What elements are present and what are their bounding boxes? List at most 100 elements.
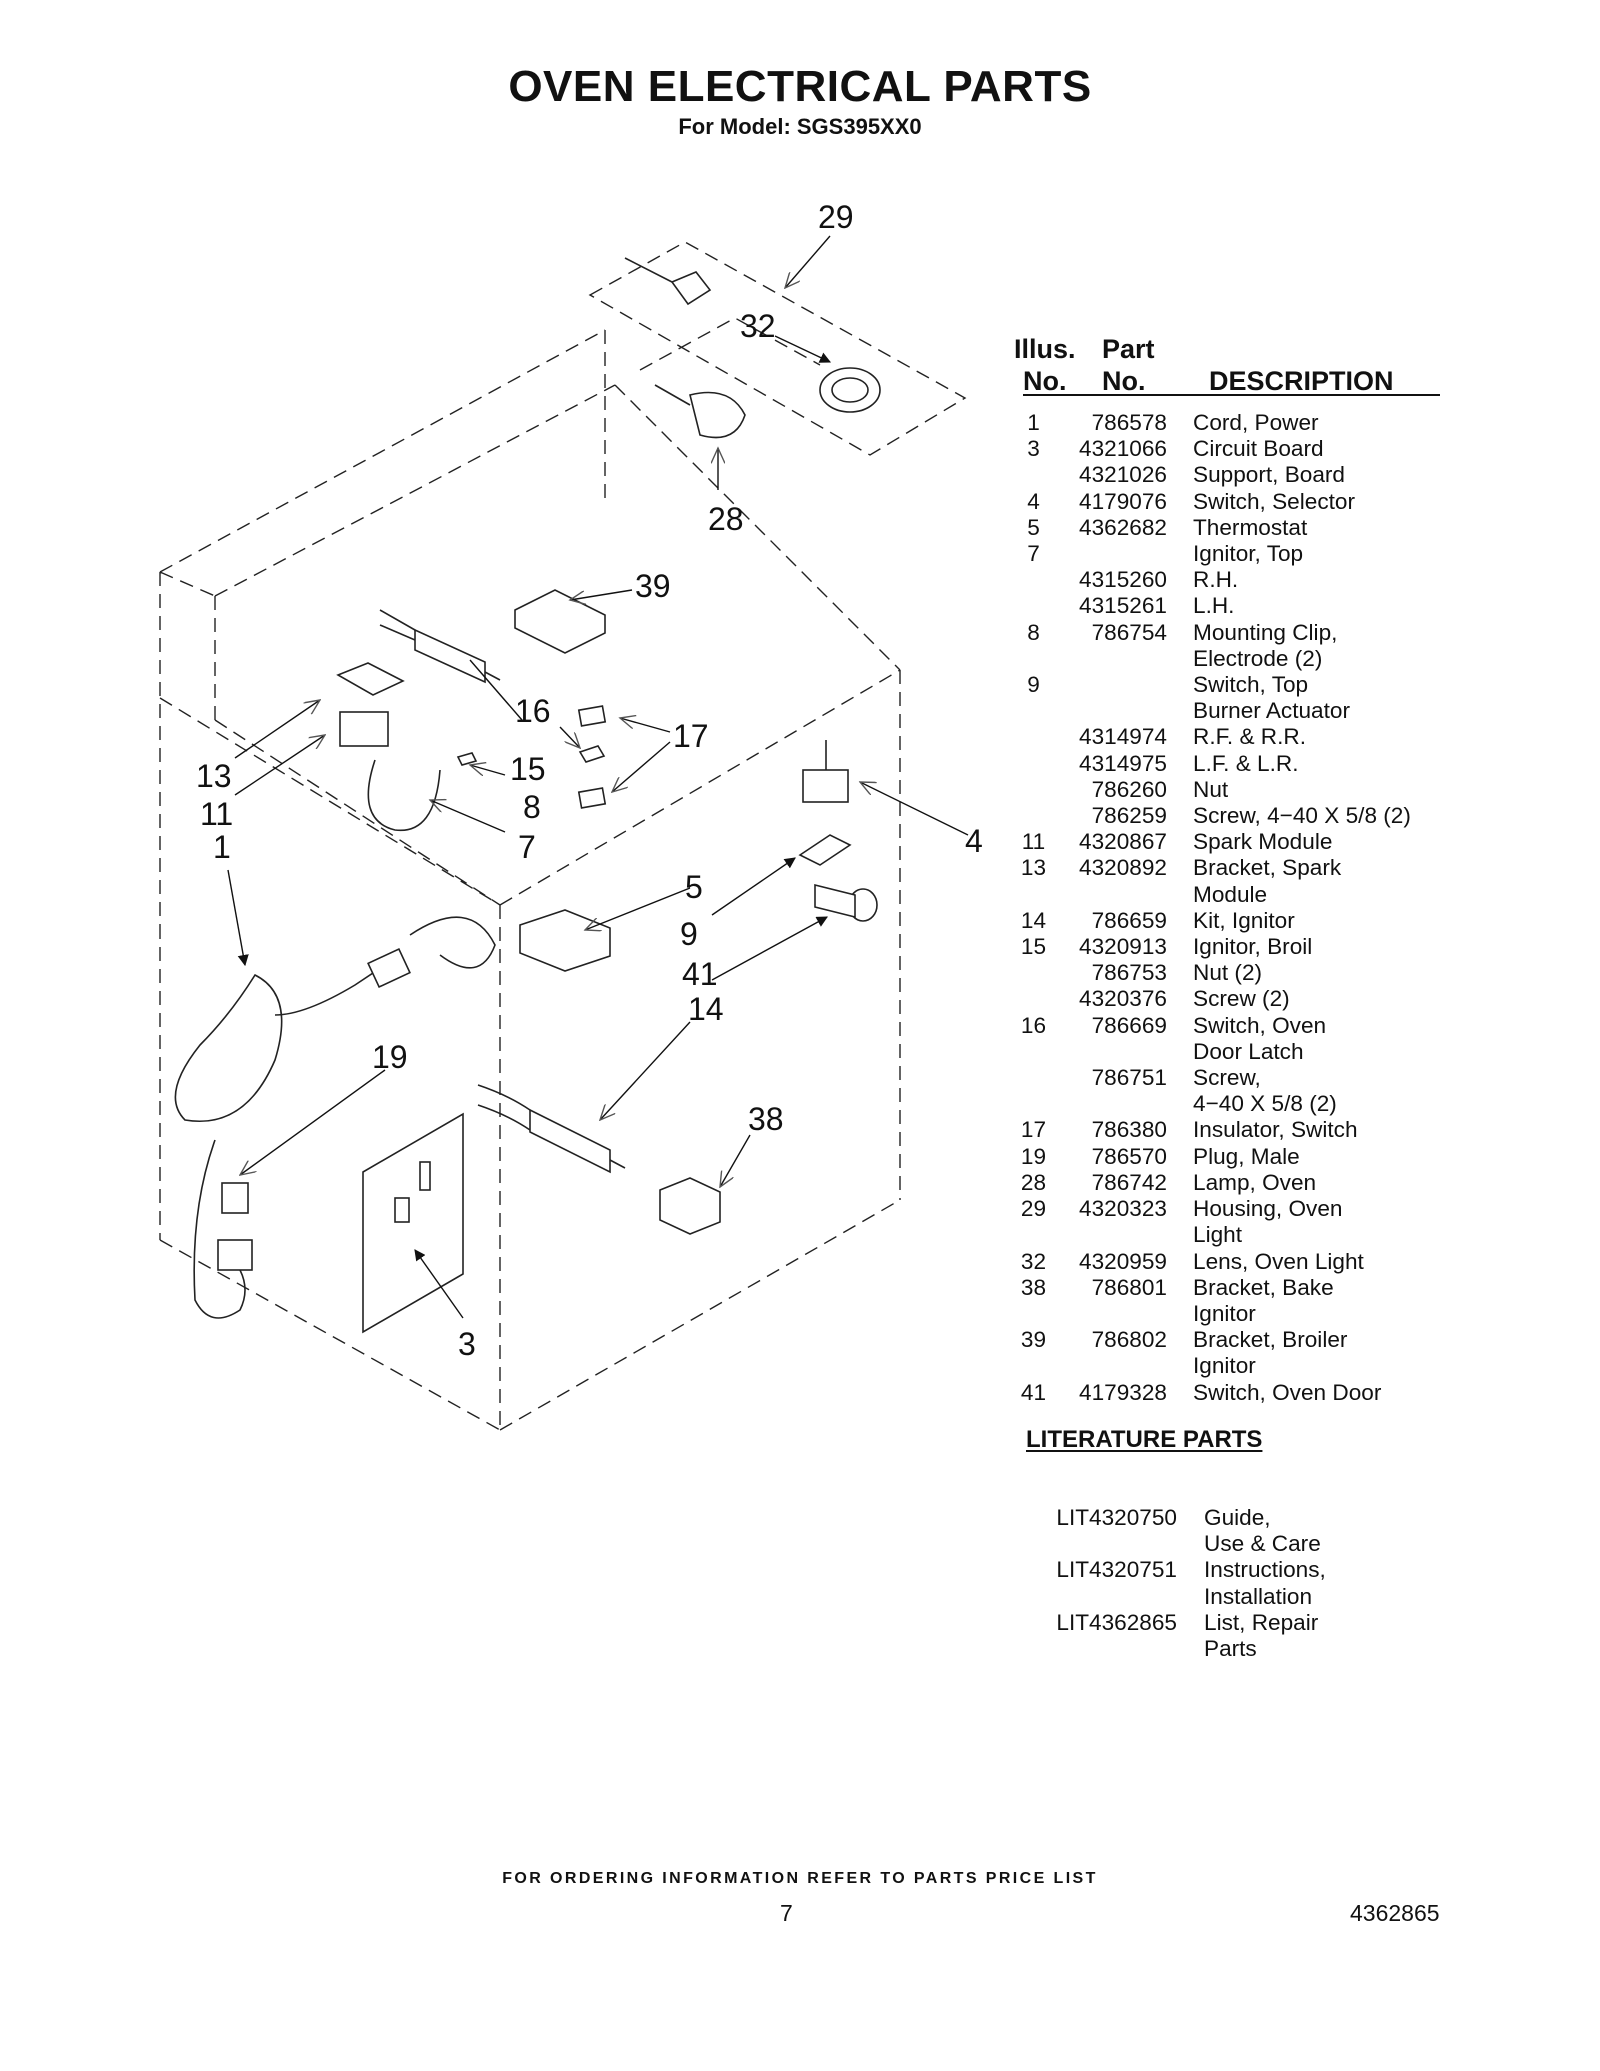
header-description: DESCRIPTION	[1209, 366, 1394, 396]
ordering-note: FOR ORDERING INFORMATION REFER TO PARTS …	[502, 1870, 1098, 1887]
part-no: 4362682	[1079, 514, 1167, 540]
illus-no	[1010, 960, 1057, 986]
literature-description: List, Repair	[1204, 1609, 1319, 1635]
literature-description: Parts	[1204, 1636, 1257, 1662]
illus-no: 3	[1027, 436, 1040, 462]
part-no: 786260	[1091, 776, 1167, 802]
callout-11: 11	[200, 796, 233, 832]
illus-no	[1010, 567, 1057, 593]
part-no: 4179076	[1079, 488, 1167, 514]
callout-numbers: 29 32 28 39 16 17 13 11 1 15 8 7 4 5 9 4…	[196, 199, 983, 1362]
illus-no: 32	[1020, 1248, 1047, 1274]
illus-no: 41	[1020, 1379, 1047, 1405]
literature-part-no: LIT4320750	[1056, 1505, 1177, 1530]
callout-9: 9	[680, 916, 698, 952]
table-row: Light	[1010, 1222, 1440, 1248]
illus-no	[1010, 882, 1057, 908]
illus-no: 1	[1027, 410, 1040, 435]
callout-14: 14	[688, 991, 724, 1027]
illus-no	[1010, 462, 1057, 488]
illus-no	[1010, 751, 1057, 777]
document-number: 4362865	[1350, 1900, 1440, 1926]
illus-no: 17	[1020, 1117, 1047, 1143]
callout-7: 7	[518, 829, 536, 865]
part-no: 4320867	[1079, 829, 1167, 855]
literature-part-no: LIT4320751	[1056, 1557, 1177, 1583]
description: Ignitor, Top	[1193, 541, 1304, 567]
page-title: OVEN ELECTRICAL PARTS	[508, 62, 1092, 111]
description: Switch, Oven	[1193, 1012, 1327, 1038]
part-no: 4321066	[1079, 436, 1167, 462]
part-no: 786801	[1091, 1274, 1167, 1300]
description: Cord, Power	[1193, 410, 1319, 435]
part-drawings	[174, 257, 881, 1334]
illus-no	[1010, 1353, 1057, 1379]
illus-no: 8	[1027, 619, 1040, 645]
description: Ignitor, Broil	[1193, 934, 1313, 960]
description: Electrode (2)	[1193, 645, 1323, 671]
description: Circuit Board	[1193, 436, 1324, 462]
part-no: 786570	[1091, 1143, 1167, 1169]
description: Switch, Selector	[1193, 488, 1355, 514]
illus-no: 7	[1027, 541, 1040, 567]
callout-32: 32	[740, 308, 776, 344]
part-no: 4320913	[1079, 934, 1167, 960]
table-row: 15 4320913 Ignitor, Broil	[1010, 934, 1440, 960]
illus-no: 19	[1020, 1143, 1047, 1169]
description: Bracket, Broiler	[1193, 1327, 1348, 1353]
callout-15: 15	[510, 751, 546, 787]
literature-description: Use & Care	[1204, 1531, 1321, 1557]
header-illus-no: Illus. No.	[1014, 334, 1076, 396]
description: Insulator, Switch	[1193, 1117, 1358, 1143]
description: Mounting Clip,	[1193, 619, 1338, 645]
callout-8: 8	[523, 789, 541, 825]
cabinet-outline	[159, 241, 967, 1431]
callout-3: 3	[458, 1326, 476, 1362]
callout-39: 39	[635, 568, 671, 604]
description: L.F. & L.R.	[1193, 750, 1299, 776]
illus-no: 9	[1027, 672, 1040, 698]
illus-no	[1010, 1222, 1057, 1248]
illus-no: 15	[1020, 934, 1047, 960]
part-no: 786669	[1091, 1012, 1167, 1038]
illus-no	[1010, 646, 1057, 672]
description: Housing, Oven	[1193, 1196, 1343, 1222]
literature-description: Instructions,	[1204, 1557, 1326, 1583]
table-row: Burner Actuator	[1010, 698, 1440, 724]
table-row: Installation	[1030, 1584, 1326, 1610]
description: Lamp, Oven	[1193, 1169, 1317, 1195]
description: 4−40 X 5/8 (2)	[1193, 1091, 1337, 1117]
callout-1: 1	[213, 829, 231, 865]
illus-no: 14	[1020, 907, 1047, 933]
illus-no	[1010, 698, 1057, 724]
description: Screw, 4−40 X 5/8 (2)	[1193, 803, 1411, 829]
illus-no	[1010, 986, 1057, 1012]
part-no	[1057, 1353, 1177, 1379]
description: Nut	[1193, 776, 1229, 802]
literature-part-no	[1030, 1584, 1177, 1610]
illus-no	[1010, 1065, 1057, 1091]
description: R.H.	[1193, 567, 1239, 593]
callout-38: 38	[748, 1101, 784, 1137]
illus-no	[1010, 724, 1057, 750]
description: Burner Actuator	[1193, 698, 1350, 724]
illus-no	[1010, 593, 1057, 619]
description: Ignitor	[1193, 1300, 1256, 1326]
callout-29: 29	[818, 199, 854, 235]
callout-4: 4	[965, 823, 983, 859]
part-no	[1057, 541, 1177, 567]
